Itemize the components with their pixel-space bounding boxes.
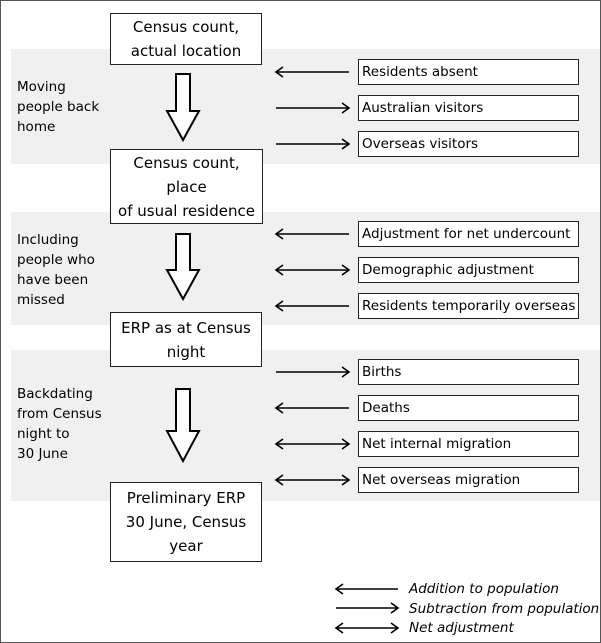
effect-arrow-2	[276, 102, 351, 114]
stage-box-census-usual-residence: Census count, place of usual residence	[110, 149, 263, 224]
stage-box-census-actual-location: Census count, actual location	[110, 13, 262, 65]
band-label-line: from Census	[17, 406, 102, 422]
component-overseas-visitors: Overseas visitors	[358, 131, 579, 157]
effect-arrow-9	[274, 438, 351, 450]
component-net-internal-migration: Net internal migration	[358, 431, 579, 457]
band-label-line: home	[17, 119, 56, 135]
legend-arrows	[334, 583, 400, 634]
legend-arrow-net	[334, 622, 400, 634]
legend-arrow-subtraction	[336, 602, 400, 614]
band-label-line: have been	[17, 272, 89, 288]
effect-arrow-7	[276, 366, 351, 378]
legend-subtraction-label: Subtraction from population	[409, 601, 600, 617]
legend-addition-label: Addition to population	[409, 581, 559, 597]
component-net-overseas-migration: Net overseas migration	[358, 467, 579, 493]
band-label-line: Including	[17, 232, 79, 248]
effect-arrow-5	[274, 264, 351, 276]
stage-line: Census count,	[132, 18, 240, 36]
stage-line: 30 June, Census	[125, 513, 247, 531]
stage-line: night	[166, 342, 206, 361]
band-label-moving: Moving people back home	[17, 77, 112, 137]
flow-down-arrow-2	[165, 233, 201, 302]
band-label-line: 30 June	[17, 446, 68, 462]
component-births: Births	[358, 359, 579, 385]
stage-line: actual location	[130, 42, 242, 60]
component-residents-absent: Residents absent	[358, 59, 579, 85]
component-arrows	[274, 66, 351, 486]
effect-arrow-1	[274, 66, 349, 78]
band-label-line: night to	[17, 426, 70, 442]
legend-arrow-addition	[334, 583, 398, 595]
band-label-backdating: Backdating from Census night to 30 June	[17, 384, 112, 464]
effect-arrow-6	[274, 300, 349, 312]
component-deaths: Deaths	[358, 395, 579, 421]
band-label-line: Moving	[17, 79, 66, 95]
flow-down-arrow-3	[165, 388, 201, 464]
band-label-line: people who	[17, 252, 95, 268]
effect-arrow-4	[274, 228, 349, 240]
band-label-line: people back	[17, 99, 100, 115]
band-label-including: Including people who have been missed	[17, 230, 112, 310]
band-label-line: missed	[17, 292, 65, 308]
component-net-undercount: Adjustment for net undercount	[358, 221, 579, 247]
effect-arrow-10	[274, 474, 351, 486]
component-australian-visitors: Australian visitors	[358, 95, 579, 121]
stage-box-erp-census-night: ERP as at Census night	[110, 312, 262, 367]
legend-net-label: Net adjustment	[409, 620, 514, 636]
effect-arrow-8	[274, 402, 349, 414]
stage-box-preliminary-erp: Preliminary ERP 30 June, Census year	[110, 482, 262, 562]
stage-line: Census count, place	[133, 153, 240, 196]
stage-line: ERP as at Census	[121, 318, 251, 337]
band-label-line: Backdating	[17, 386, 93, 402]
flow-down-arrow-1	[165, 73, 201, 143]
stage-line: Preliminary ERP	[126, 489, 246, 507]
stage-line: year	[169, 537, 203, 555]
component-residents-temporarily-overseas: Residents temporarily overseas	[358, 293, 579, 319]
stage-line: of usual residence	[118, 201, 255, 220]
component-demographic-adjustment: Demographic adjustment	[358, 257, 579, 283]
effect-arrow-3	[276, 138, 351, 150]
